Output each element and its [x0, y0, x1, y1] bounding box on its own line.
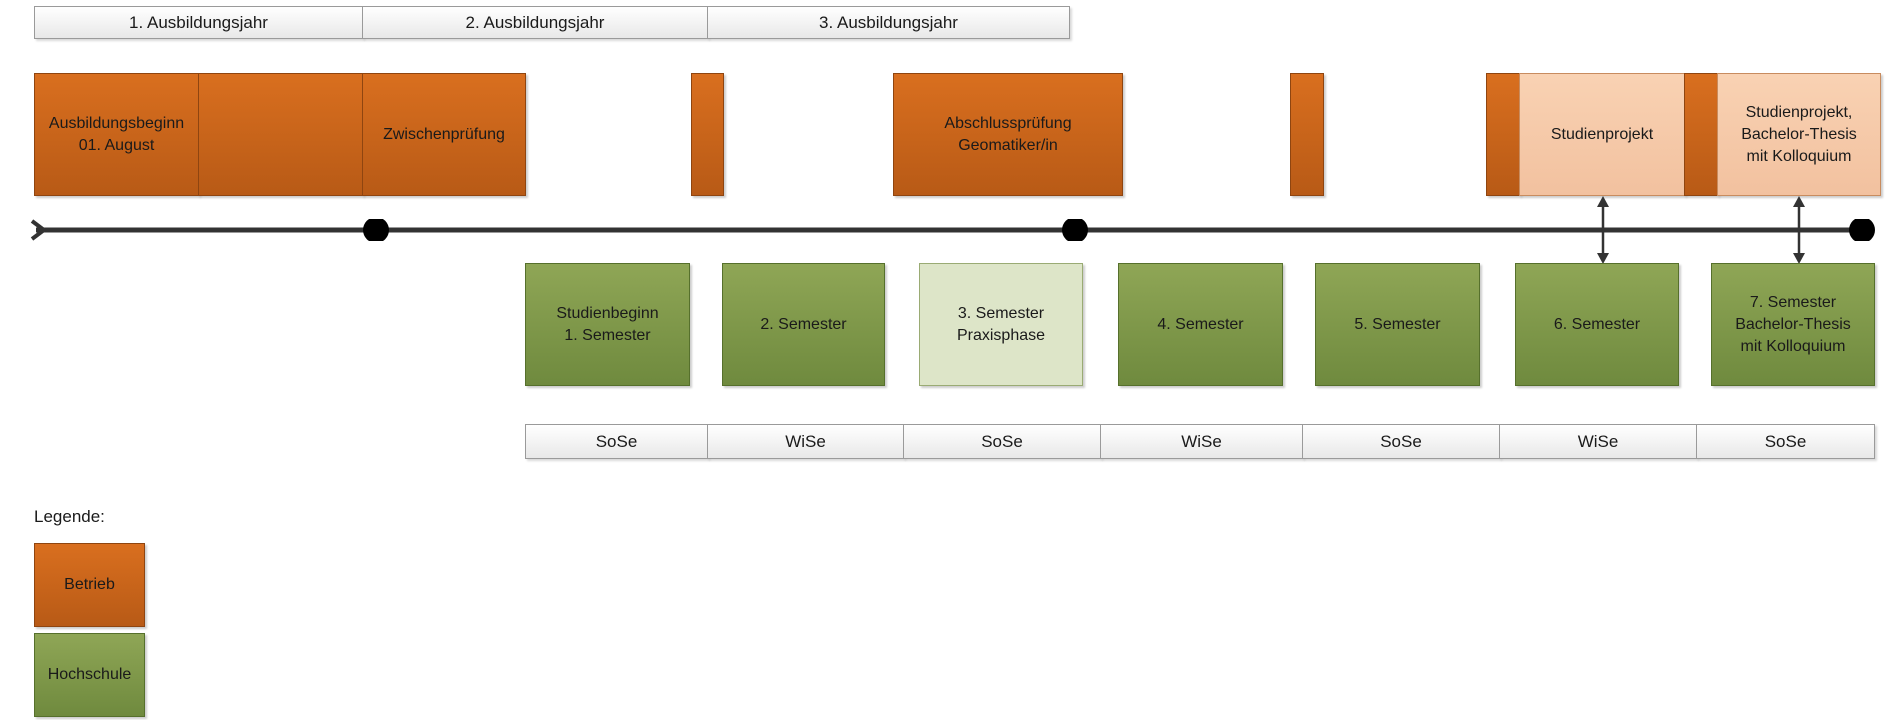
- timeline: [30, 219, 1875, 241]
- training-start-box: Ausbildungsbeginn 01. August: [34, 73, 199, 196]
- legend-company-swatch: Betrieb: [34, 543, 145, 627]
- semester-box-7: 7. Semester Bachelor-Thesis mit Kolloqui…: [1711, 263, 1875, 386]
- term-cell: WiSe: [1499, 424, 1697, 459]
- semester-box-2: 2. Semester: [722, 263, 885, 386]
- legend-university-swatch: Hochschule: [34, 633, 145, 717]
- company-phase-box-small: [691, 73, 724, 196]
- term-cell: SoSe: [903, 424, 1101, 459]
- term-cell: WiSe: [1100, 424, 1303, 459]
- term-cell: SoSe: [525, 424, 708, 459]
- thesis-project-box: Studienprojekt, Bachelor-Thesis mit Koll…: [1717, 73, 1881, 196]
- milestone-dot: [1062, 219, 1088, 241]
- study-project-box: Studienprojekt: [1519, 73, 1685, 196]
- interim-exam-box: Zwischenprüfung: [362, 73, 526, 196]
- double-arrow-icon: [1597, 196, 1609, 264]
- timeline-start-arrow-icon: [30, 219, 48, 241]
- year-3-label: 3. Ausbildungsjahr: [707, 6, 1070, 39]
- term-row: SoSe WiSe SoSe WiSe SoSe WiSe SoSe: [525, 424, 1875, 459]
- legend-title: Legende:: [34, 507, 105, 526]
- term-cell: WiSe: [707, 424, 904, 459]
- semester-box-5: 5. Semester: [1315, 263, 1480, 386]
- double-arrow-icon: [1793, 196, 1805, 264]
- term-cell: SoSe: [1302, 424, 1500, 459]
- company-phase-box-small: [1486, 73, 1520, 196]
- semester-box-3: 3. Semester Praxisphase: [919, 263, 1083, 386]
- year-2-label: 2. Ausbildungsjahr: [362, 6, 708, 39]
- semester-box-1: Studienbeginn 1. Semester: [525, 263, 690, 386]
- semester-box-6: 6. Semester: [1515, 263, 1679, 386]
- training-year-header: 1. Ausbildungsjahr 2. Ausbildungsjahr 3.…: [34, 6, 1070, 39]
- term-cell: SoSe: [1696, 424, 1875, 459]
- milestone-dot: [1849, 219, 1875, 241]
- company-phase-box-small: [1290, 73, 1324, 196]
- semester-box-4: 4. Semester: [1118, 263, 1283, 386]
- company-phase-box-small: [1684, 73, 1718, 196]
- final-exam-box: Abschlussprüfung Geomatiker/in: [893, 73, 1123, 196]
- year-1-label: 1. Ausbildungsjahr: [34, 6, 363, 39]
- company-phase-box: [198, 73, 363, 196]
- milestone-dot: [363, 219, 389, 241]
